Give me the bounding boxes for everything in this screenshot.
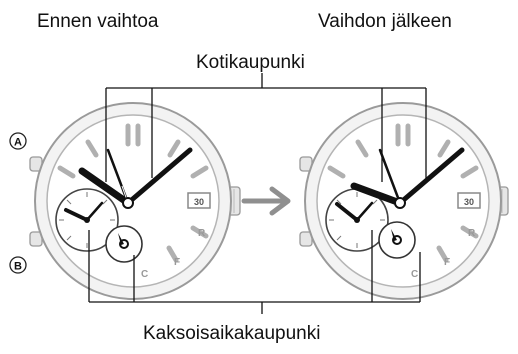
- right-hour-hand: [350, 182, 404, 207]
- left-minute-hand: [125, 147, 193, 206]
- dual-time-city-label: Kaksoisaikakaupunki: [143, 323, 321, 344]
- left-date-window: [187, 192, 211, 209]
- left-subdial-hour-hand: [64, 208, 89, 222]
- left-hour-hand: [78, 167, 132, 207]
- left-dial-mark-c: C: [141, 269, 148, 280]
- right-subdial-ticks: [329, 192, 385, 248]
- watch-after: 30 R F C: [299, 102, 509, 300]
- left-dial-mark-r: R: [198, 228, 206, 239]
- right-subdial-minute-hand: [355, 201, 374, 222]
- right-dial-mark-r: R: [468, 228, 476, 239]
- right-dial-mark-c: C: [411, 269, 418, 280]
- dual-time-callout-lines: [88, 230, 421, 314]
- button-b-badge: [9, 256, 27, 274]
- left-date-value: 30: [194, 197, 204, 207]
- left-subdial-ticks: [59, 192, 115, 248]
- left-center-pivot: [122, 197, 134, 209]
- right-hour-markers: [327, 123, 479, 263]
- home-city-label: Kotikaupunki: [196, 52, 305, 73]
- button-b-letter: B: [14, 261, 22, 273]
- left-hour-markers: [57, 123, 209, 263]
- right-second-hand: [378, 148, 402, 205]
- right-subdial-pivot: [354, 217, 360, 223]
- right-center-pivot: [394, 197, 406, 209]
- left-subdial-minute-hand: [85, 201, 104, 222]
- right-subdial-hour-hand: [335, 202, 359, 222]
- right-dial-mark-f: F: [444, 257, 450, 268]
- right-date-window: [457, 192, 481, 209]
- right-date-value: 30: [464, 197, 474, 207]
- before-label: Ennen vaihtoa: [37, 11, 159, 32]
- after-label: Vaihdon jälkeen: [318, 11, 452, 32]
- left-subdial-pivot: [84, 217, 90, 223]
- right-minute-hand: [397, 147, 465, 206]
- left-dial-mark-f: F: [174, 257, 180, 268]
- home-city-callout-lines: [105, 73, 427, 182]
- watch-before: 30 R F C A B: [9, 102, 241, 300]
- right-arrow-icon: [241, 186, 291, 216]
- button-a-badge: [9, 132, 27, 150]
- button-a-letter: A: [14, 137, 22, 149]
